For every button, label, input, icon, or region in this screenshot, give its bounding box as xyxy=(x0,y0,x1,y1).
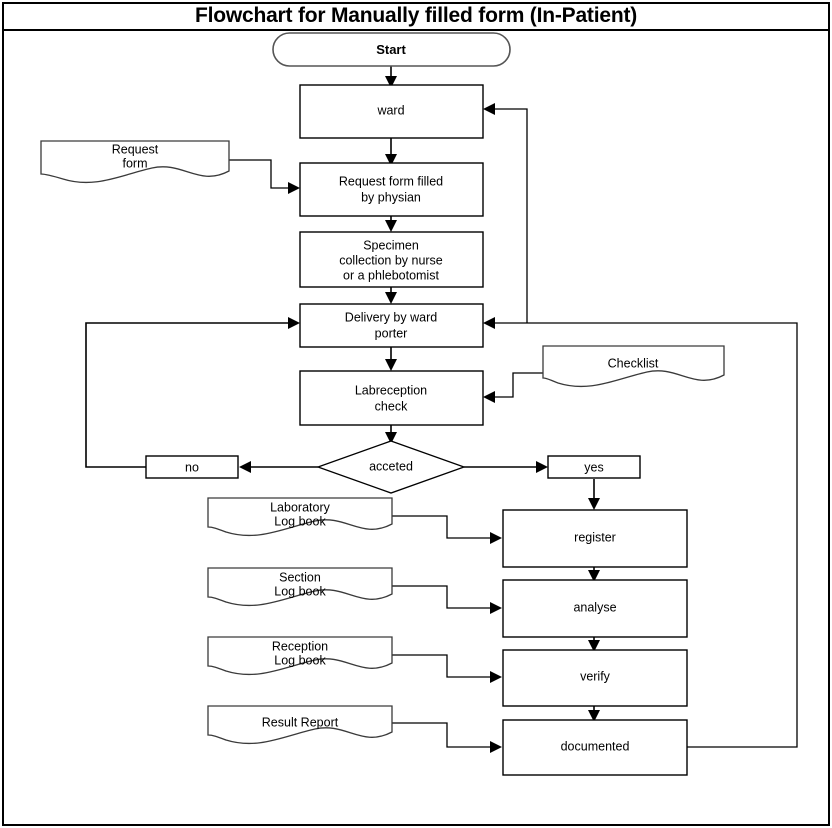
analyse-label: analyse xyxy=(573,600,616,614)
laboratory-log-doc-label-line2: Log book xyxy=(274,514,326,528)
section-log-doc-shape xyxy=(207,567,393,607)
reception-log-doc-shape xyxy=(207,636,393,676)
node-analyse[interactable]: analyse xyxy=(502,579,688,638)
node-start[interactable]: Start xyxy=(272,32,511,67)
node-no[interactable]: no xyxy=(145,455,239,479)
arrow-requestfilled-to-specimen xyxy=(385,220,397,232)
documented-label: documented xyxy=(561,739,630,753)
arrow-delivery-loopup-to-ward xyxy=(483,103,495,115)
ward-shape xyxy=(299,84,484,139)
arrow-sectionlog-to-analyse xyxy=(490,602,502,614)
labreception-label-line2: check xyxy=(375,399,408,413)
labreception-shape xyxy=(299,370,484,426)
specimen-collection-label-line2: collection by nurse xyxy=(339,253,443,267)
arrow-register-to-analyse xyxy=(588,570,600,582)
ward-label: ward xyxy=(376,103,404,117)
laboratory-log-doc-shape xyxy=(207,497,393,537)
specimen-collection-shape xyxy=(299,231,484,288)
section-log-doc-label-line2: Log book xyxy=(274,584,326,598)
node-delivery[interactable]: Delivery by ward porter xyxy=(299,303,484,348)
result-report-doc-shape xyxy=(207,705,393,745)
arrow-no-loopback-to-delivery xyxy=(288,317,300,329)
checklist-doc-shape xyxy=(542,345,725,388)
node-reception-log-document[interactable]: Reception Log book xyxy=(207,636,393,676)
edge-no-loopback-to-delivery xyxy=(85,322,291,468)
delivery-label-line1: Delivery by ward xyxy=(345,310,437,324)
arrow-resultreport-to-documented xyxy=(490,741,502,753)
request-form-filled-label-line1: Request form filled xyxy=(339,174,443,188)
request-form-doc-label-line2: form xyxy=(123,156,148,170)
start-shape xyxy=(272,32,511,67)
no-label: no xyxy=(185,460,199,474)
edge-delivery-loopup-to-ward xyxy=(492,108,528,323)
arrow-yes-to-register xyxy=(588,498,600,510)
arrow-analyse-to-verify xyxy=(588,640,600,652)
node-verify[interactable]: verify xyxy=(502,649,688,707)
arrow-laboratorylog-to-register xyxy=(490,532,502,544)
node-yes[interactable]: yes xyxy=(547,455,641,479)
edge-sectionlog-to-analyse xyxy=(392,585,493,609)
analyse-shape xyxy=(502,579,688,638)
arrow-receptionlog-to-verify xyxy=(490,671,502,683)
node-ward[interactable]: ward xyxy=(299,84,484,139)
edge-requestform-to-requestfilled xyxy=(229,159,291,189)
node-request-form-document[interactable]: Request form xyxy=(40,140,230,184)
node-register[interactable]: register xyxy=(502,509,688,568)
arrow-verify-to-documented xyxy=(588,710,600,722)
edge-documented-loopback-to-delivery xyxy=(492,322,798,748)
edge-laboratorylog-to-register xyxy=(392,515,493,539)
arrow-labreception-to-decision xyxy=(385,432,397,444)
node-documented[interactable]: documented xyxy=(502,719,688,776)
request-form-filled-shape xyxy=(299,162,484,217)
no-shape xyxy=(145,455,239,479)
decision-shape xyxy=(316,440,466,494)
start-label: Start xyxy=(376,42,406,57)
arrow-specimen-to-delivery xyxy=(385,292,397,304)
node-request-form-filled[interactable]: Request form filled by physian xyxy=(299,162,484,217)
node-result-report-document[interactable]: Result Report xyxy=(207,705,393,745)
node-section-log-document[interactable]: Section Log book xyxy=(207,567,393,607)
register-shape xyxy=(502,509,688,568)
page-title: Flowchart for Manually filled form (In-P… xyxy=(195,4,637,27)
result-report-doc-label: Result Report xyxy=(262,715,339,729)
yes-shape xyxy=(547,455,641,479)
edge-receptionlog-to-verify xyxy=(392,654,493,678)
arrow-decision-to-no xyxy=(239,461,251,473)
node-laboratory-log-document[interactable]: Laboratory Log book xyxy=(207,497,393,537)
arrow-requestform-to-requestfilled xyxy=(288,182,300,194)
arrow-ward-to-requestfilled xyxy=(385,154,397,166)
request-form-filled-label-line2: by physian xyxy=(361,190,421,204)
specimen-collection-label-line3: or a phlebotomist xyxy=(343,268,439,282)
node-labreception[interactable]: Labreception check xyxy=(299,370,484,426)
node-checklist-document[interactable]: Checklist xyxy=(542,345,725,388)
arrow-checklist-to-labreception xyxy=(483,391,495,403)
arrow-documented-loopback-to-delivery xyxy=(483,317,495,329)
verify-label: verify xyxy=(580,669,611,683)
arrow-decision-to-yes xyxy=(536,461,548,473)
reception-log-doc-label-line2: Log book xyxy=(274,653,326,667)
arrow-start-to-ward xyxy=(385,76,397,88)
request-form-doc-label-line1: Request xyxy=(112,142,159,156)
verify-shape xyxy=(502,649,688,707)
request-form-doc-shape xyxy=(40,140,230,184)
yes-label: yes xyxy=(584,460,603,474)
register-label: register xyxy=(574,530,616,544)
reception-log-doc-label-line1: Reception xyxy=(272,639,328,653)
laboratory-log-doc-label-line1: Laboratory xyxy=(270,500,331,514)
specimen-collection-label-line1: Specimen xyxy=(363,238,419,252)
edge-resultreport-to-documented xyxy=(392,722,493,748)
node-specimen-collection[interactable]: Specimen collection by nurse or a phlebo… xyxy=(299,231,484,288)
arrow-delivery-to-labreception xyxy=(385,359,397,371)
node-decision[interactable]: acceted xyxy=(316,440,466,494)
documented-shape xyxy=(502,719,688,776)
labreception-label-line1: Labreception xyxy=(355,383,427,397)
delivery-shape xyxy=(299,303,484,348)
checklist-doc-label: Checklist xyxy=(608,356,659,370)
section-log-doc-label-line1: Section xyxy=(279,570,321,584)
delivery-label-line2: porter xyxy=(375,326,408,340)
edge-checklist-to-labreception xyxy=(492,372,543,398)
decision-label: acceted xyxy=(369,459,413,473)
